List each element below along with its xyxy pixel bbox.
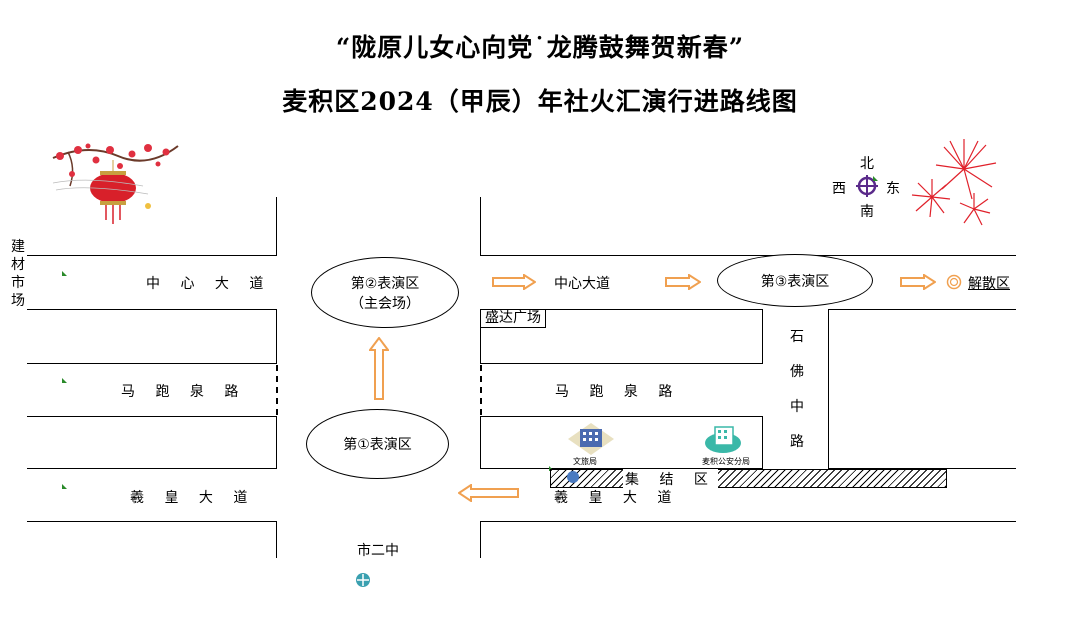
route-arrow-right-icon [900, 274, 936, 290]
compass-south: 南 [860, 204, 874, 220]
lantern-decoration-icon [52, 143, 179, 224]
road-xihuang-right: 羲 皇 大 道 [554, 490, 680, 506]
map-title-line2: 麦积区2024（甲辰）年社火汇演行进路线图 [282, 87, 798, 116]
place-shierzhong: 市二中 [357, 543, 399, 559]
place-culture-bureau: 文旅局 [573, 457, 597, 466]
road-shifo-middle: 石佛 中路 [790, 329, 804, 450]
compass-east: 东 [886, 181, 900, 197]
road-zhongxin-left: 中 心 大 道 [146, 276, 272, 292]
zone-3-label: 第③表演区 [760, 273, 830, 290]
dispersal-area-icon [946, 274, 962, 290]
gathering-area-label: 集 结 区 [623, 469, 718, 489]
road-xihuang-left: 羲 皇 大 道 [130, 490, 256, 506]
police-bureau-building-icon [705, 426, 741, 453]
place-dispersal-area: 解散区 [968, 276, 1010, 292]
zone-2-label: 第②表演区 [350, 275, 420, 292]
place-jiancai-market: 建材 市场 [11, 239, 25, 309]
route-arrow-up-icon [369, 337, 389, 400]
road-mapaoquan-right: 马 跑 泉 路 [555, 384, 681, 400]
compass-north: 北 [860, 156, 874, 172]
fireworks-decoration-icon [911, 139, 997, 226]
route-arrow-right-icon [665, 274, 701, 290]
culture-bureau-building-icon [568, 423, 614, 455]
road-mapaoquan-left: 马 跑 泉 路 [121, 384, 247, 400]
zone-1-label: 第①表演区 [343, 437, 412, 453]
performance-zone-2: 第②表演区 （主会场） [311, 257, 459, 328]
place-police-bureau: 麦积公安分局 [702, 457, 750, 466]
performance-zone-1: 第①表演区 [306, 409, 449, 479]
performance-zone-3: 第③表演区 [717, 254, 873, 307]
compass-west: 西 [832, 181, 846, 197]
place-shengda-plaza: 盛达广场 [480, 309, 546, 328]
road-zhongxin-right: 中心大道 [554, 276, 610, 292]
route-arrow-right-icon [492, 274, 536, 290]
route-arrow-left-icon [458, 484, 519, 502]
school-location-icon [356, 573, 370, 587]
gathering-area [550, 469, 947, 488]
map-title-line1: “陇原儿女心向党˙龙腾鼓舞贺新春” [335, 33, 745, 62]
compass-icon [856, 175, 878, 197]
zone-2-sublabel: （主会场） [350, 295, 420, 312]
location-dot-icon [567, 471, 579, 483]
